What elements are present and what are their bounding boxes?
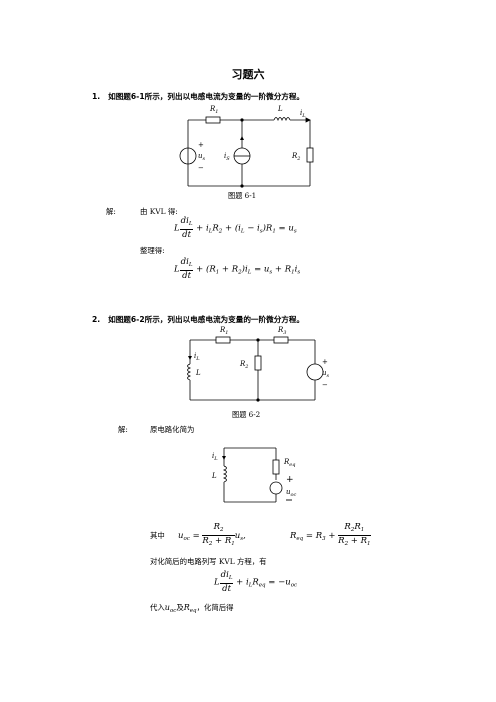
label-us: us: [322, 369, 330, 379]
label-r3: R3: [277, 326, 286, 336]
label-r1: R1: [209, 105, 218, 115]
resistor-r3: [273, 336, 289, 344]
problem-2-simplify-intro: 原电路化简为: [150, 425, 195, 434]
label-us-minus: −: [198, 164, 204, 172]
problem-2-text: 如图题6-2所示，列出以电感电流为变量的一阶微分方程。: [108, 315, 305, 324]
voltage-source-us: [306, 363, 324, 381]
problem-2-where-text: 其中: [150, 531, 165, 540]
label-us-plus: +: [322, 358, 328, 366]
label-l: L: [277, 105, 283, 113]
problem-2-substitute-text: 代入uoc及Req，化简后得: [150, 603, 234, 614]
label-req: Req: [283, 458, 295, 468]
problem-2-kvl-text: 对化简后的电路列写 KVL 方程，有: [150, 557, 267, 566]
inductor-l: [222, 465, 227, 483]
inductor-l: [187, 363, 192, 381]
label-r2: R2: [239, 360, 248, 370]
label-il: iL: [300, 109, 306, 119]
label-uoc: uoc: [286, 488, 297, 498]
problem-2-number: 2.: [92, 315, 101, 324]
label-us-minus: −: [322, 381, 328, 389]
resistor-r2: [306, 147, 314, 163]
problem-2-statement: 2. 如图题6-2所示，列出以电感电流为变量的一阶微分方程。: [92, 314, 304, 325]
label-us: us: [198, 152, 206, 162]
problem-1-solution-label: 解:: [106, 207, 116, 216]
problem-1-simplify-text: 整理得:: [140, 246, 165, 255]
label-uoc-plus: +: [286, 475, 294, 485]
label-us-plus: +: [198, 141, 204, 149]
label-r1: R1: [219, 326, 228, 336]
label-l: L: [195, 369, 201, 377]
circuit-figure-6-2: R1 R3 R2 iL L + us −: [187, 326, 330, 402]
figure-6-2-caption: 图题 6-2: [232, 410, 261, 419]
simplified-circuit: iL L Req + uoc: [211, 447, 297, 503]
resistor-req: [272, 459, 280, 475]
problem-1-text: 如图题6-1所示，列出以电感电流为变量的一阶微分方程。: [108, 92, 305, 101]
label-il: iL: [212, 452, 218, 462]
label-r2: R2: [291, 152, 300, 162]
label-l: L: [211, 472, 217, 480]
resistor-r1: [215, 336, 231, 344]
problem-1-number: 1.: [92, 92, 101, 101]
inductor-l: [273, 117, 291, 122]
resistor-r1: [205, 116, 221, 124]
problem-1-kvl-text: 由 KVL 得:: [140, 207, 178, 216]
circuit-figure-6-1: R1 L iL + us − iS R2: [179, 105, 314, 188]
label-is: iS: [224, 152, 230, 162]
resistor-r2: [254, 355, 262, 371]
problem-2-solution-label: 解:: [118, 425, 128, 434]
label-il: iL: [194, 352, 200, 362]
page-title: 习题六: [231, 68, 265, 81]
figure-6-1-caption: 图题 6-1: [228, 191, 257, 200]
problem-1-statement: 1. 如图题6-1所示，列出以电感电流为变量的一阶微分方程。: [92, 91, 304, 102]
voltage-source-uoc: [269, 481, 283, 495]
